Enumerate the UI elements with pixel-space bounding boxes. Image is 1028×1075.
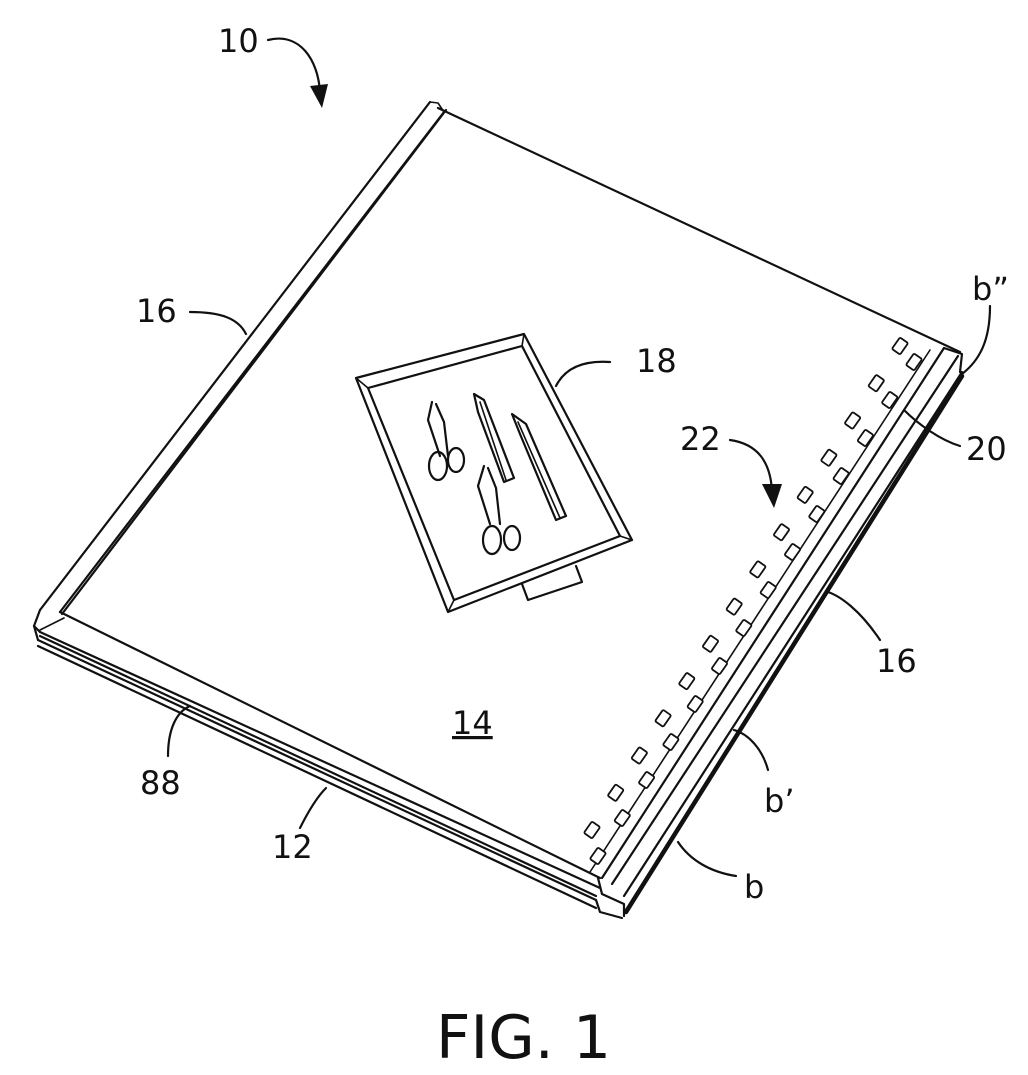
slot: [844, 412, 860, 429]
slot: [711, 657, 727, 674]
slot: [679, 672, 695, 689]
slot: [809, 505, 825, 522]
label-b-prime: b’: [764, 782, 794, 820]
slot: [857, 429, 873, 446]
label-88: 88: [140, 764, 181, 802]
slot: [584, 821, 600, 838]
slot: [608, 784, 624, 801]
slot: [833, 467, 849, 484]
label-b-double-prime: b”: [972, 270, 1009, 308]
slot: [687, 695, 703, 712]
slot: [726, 598, 742, 615]
slot: [750, 561, 766, 578]
slot: [638, 771, 654, 788]
label-18: 18: [636, 342, 677, 380]
label-12: 12: [272, 828, 313, 866]
slot: [702, 635, 718, 652]
slot: [736, 619, 752, 636]
label-22: 22: [680, 420, 721, 458]
slot: [868, 375, 884, 392]
reference-labels: 10 16 18 22 20 b” 16 14 b’ 88 12 b: [136, 22, 1009, 906]
instrument-tray: [356, 334, 632, 612]
slot: [614, 809, 630, 826]
scalpel-icon: [512, 414, 566, 520]
figure-caption: FIG. 1: [436, 1003, 611, 1073]
slot: [655, 710, 671, 727]
label-b: b: [744, 868, 764, 906]
slot: [631, 747, 647, 764]
label-16-right: 16: [876, 642, 917, 680]
label-20: 20: [966, 430, 1007, 468]
slot: [760, 581, 776, 598]
label-10: 10: [218, 22, 259, 60]
scissors-icon: [428, 402, 464, 480]
label-16-left: 16: [136, 292, 177, 330]
slot-rows: [584, 337, 922, 864]
slot: [797, 486, 813, 503]
slot: [784, 543, 800, 560]
label-14: 14: [452, 704, 493, 742]
slot: [882, 391, 898, 408]
scalpel-icon: [474, 394, 514, 482]
slot: [663, 733, 679, 750]
slot: [906, 353, 922, 370]
slot: [773, 524, 789, 541]
slot: [892, 337, 908, 354]
slot: [821, 449, 837, 466]
